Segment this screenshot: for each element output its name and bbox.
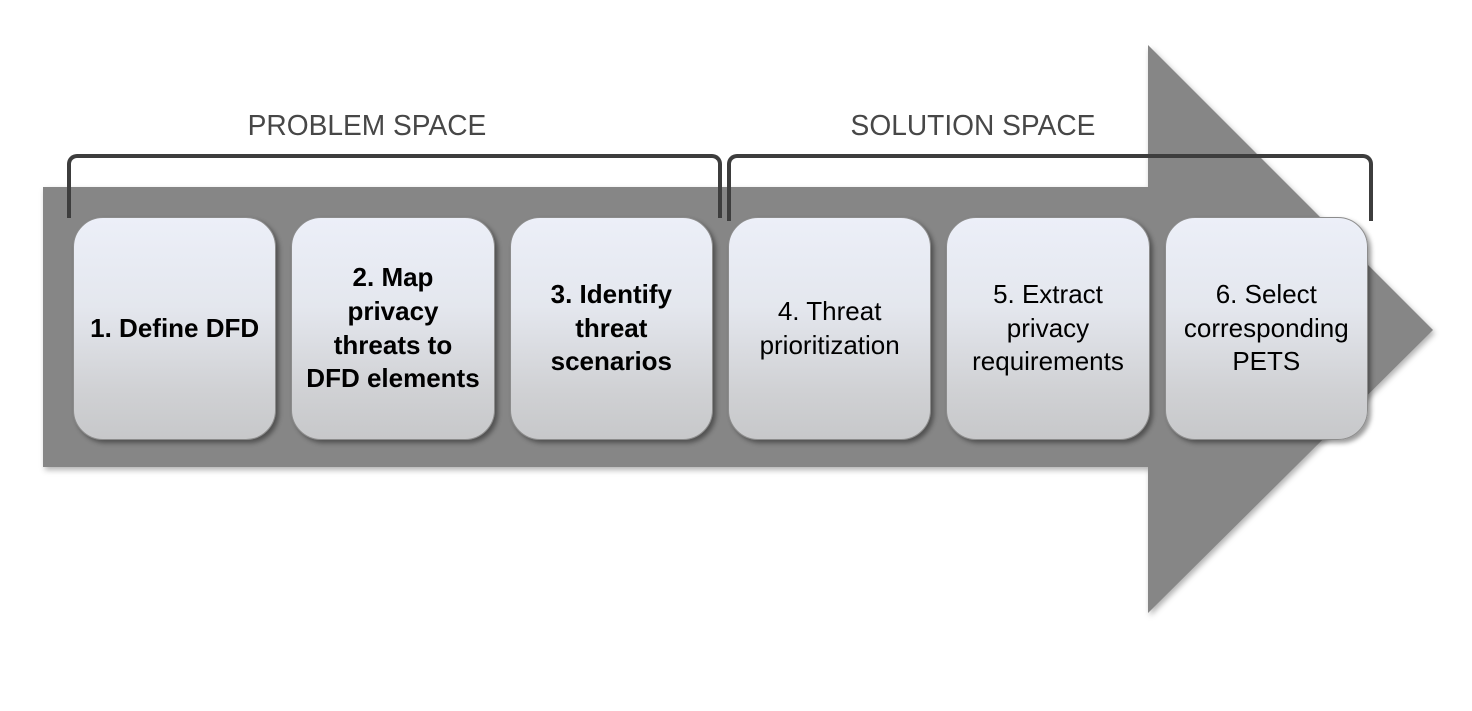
solution-space-label: SOLUTION SPACE bbox=[850, 110, 1096, 142]
step-label: 5. Extract privacy requirements bbox=[972, 278, 1124, 377]
problem-space-bracket bbox=[67, 154, 722, 218]
step-box-define-dfd: 1. Define DFD bbox=[73, 217, 277, 440]
step-box-select-corresponding-pets: 6. Select corresponding PETS bbox=[1164, 217, 1368, 440]
steps-row: 1. Define DFD 2. Map privacy threats to … bbox=[73, 217, 1368, 440]
step-box-identify-threat-scenarios: 3. Identify threat scenarios bbox=[509, 217, 713, 440]
step-box-threat-prioritization: 4. Threat prioritization bbox=[727, 217, 932, 440]
step-box-extract-privacy-requirements: 5. Extract privacy requirements bbox=[946, 217, 1150, 440]
solution-space-bracket bbox=[727, 154, 1373, 221]
step-label: 3. Identify threat scenarios bbox=[550, 278, 673, 377]
step-label: 2. Map privacy threats to DFD elements bbox=[306, 261, 480, 394]
problem-space-label: PROBLEM SPACE bbox=[247, 110, 487, 142]
step-label: 6. Select corresponding PETS bbox=[1183, 278, 1349, 377]
step-label: 1. Define DFD bbox=[90, 312, 260, 343]
step-label: 4. Threat prioritization bbox=[759, 295, 900, 360]
step-box-map-privacy-threats: 2. Map privacy threats to DFD elements bbox=[291, 217, 495, 440]
